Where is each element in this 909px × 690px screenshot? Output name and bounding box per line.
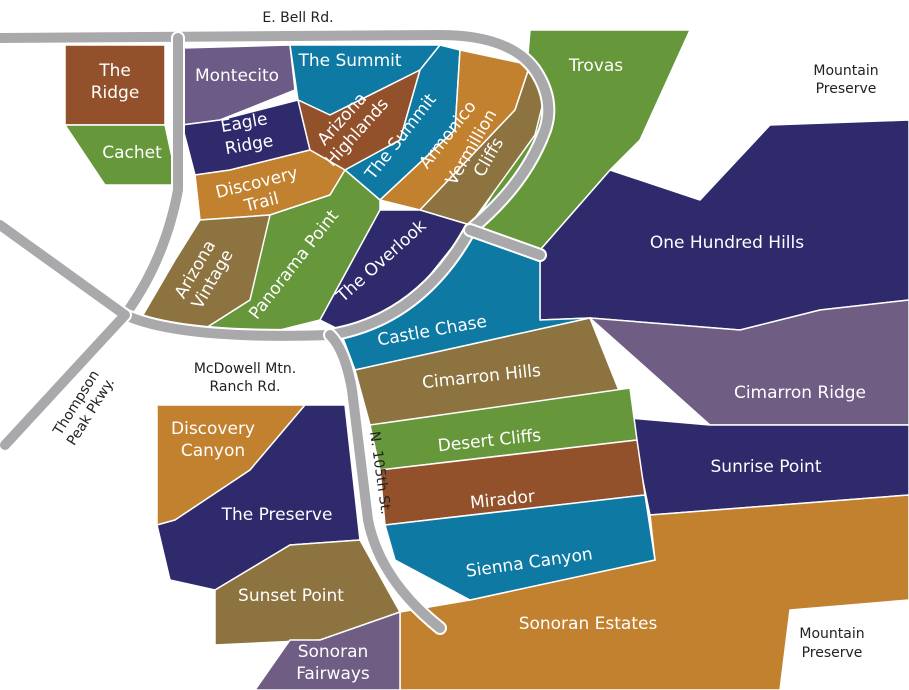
parcel-sienna-canyon[interactable] [384,494,656,601]
preserve-label-bottom-1: Mountain [799,626,864,642]
label-trovas: Trovas [568,56,623,76]
label-summit-top: The Summit [297,51,401,71]
label-sunrise-point: Sunrise Point [711,457,822,477]
label-the-ridge-1: The [98,61,131,81]
label-discovery-canyon-1: Discovery [171,419,255,439]
label-the-ridge-2: Ridge [91,83,140,103]
road-network [0,28,556,635]
parcel-the-preserve[interactable] [156,404,361,591]
label-one-hundred-hills: One Hundred Hills [650,233,804,253]
preserve-label-top-2: Preserve [816,81,877,97]
preserve-label-top-1: Mountain [813,63,878,79]
label-sonoran-fairways-1: Sonoran [298,642,369,662]
parcel-sunrise-point[interactable] [629,417,909,516]
preserve-label-bottom-2: Preserve [802,645,863,661]
road-label-mcdowell-2: Ranch Rd. [210,379,281,395]
label-sonoran-fairways-2: Fairways [296,664,370,684]
label-montecito: Montecito [195,66,279,86]
label-sunset-point: Sunset Point [238,586,344,606]
label-cachet: Cachet [102,143,162,163]
label-cimarron-ridge: Cimarron Ridge [734,383,866,403]
parcel-sonoran-fairways[interactable] [254,611,401,690]
label-discovery-canyon-2: Canyon [181,441,245,461]
label-the-preserve: The Preserve [221,505,333,525]
road-label-mcdowell-1: McDowell Mtn. [194,361,296,377]
road-label-bell: E. Bell Rd. [262,10,333,26]
label-sonoran-estates: Sonoran Estates [519,614,658,634]
